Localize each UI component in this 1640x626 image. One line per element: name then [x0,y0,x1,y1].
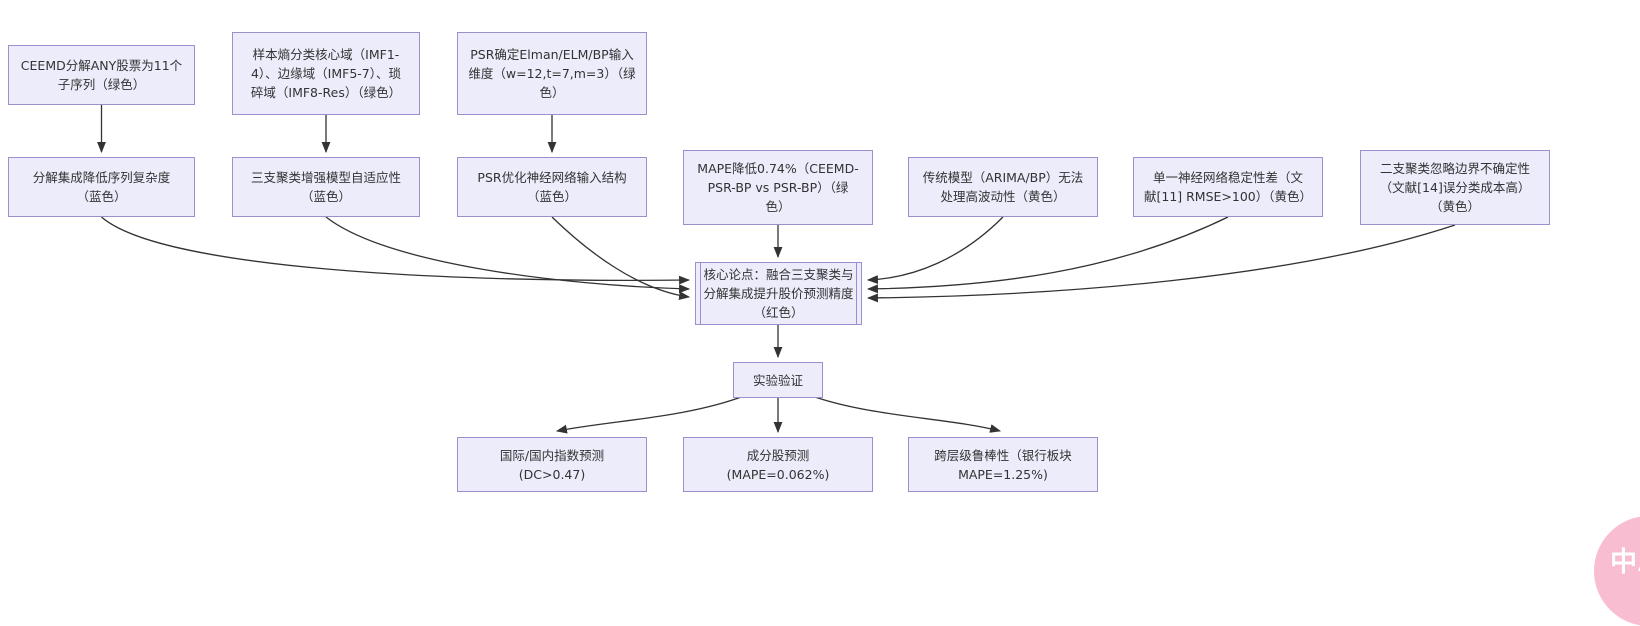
node-label: 分解集成降低序列复杂度 （蓝色） [32,170,171,204]
node-label: 传统模型（ARIMA/BP）无法 处理高波动性（黄色） [922,170,1084,204]
edge-I-K [866,216,1229,294]
edge-F-K [551,216,691,301]
edge-L-M [555,395,745,434]
translate-button[interactable]: 中A [1594,516,1640,626]
node-single-nn-instability: 单一神经网络稳定性差（文 献[11] RMSE>100）（黄色） [1133,157,1323,217]
node-label: MAPE降低0.74%（CEEMD- PSR-BP vs PSR-BP）（绿 色… [697,161,859,214]
translate-icon: 中A [1610,547,1640,578]
edge-J-K [866,224,1456,303]
node-label: 国际/国内指数预测 (DC>0.47) [499,447,605,482]
node-core-thesis: 核心论点：融合三支聚类与 分解集成提升股价预测精度 （红色） [695,262,862,325]
node-mape-reduction: MAPE降低0.74%（CEEMD- PSR-BP vs PSR-BP）（绿 色… [683,150,873,225]
node-ceemd-decomposition: CEEMD分解ANY股票为11个 子序列（绿色） [8,45,195,105]
node-label: 单一神经网络稳定性差（文 献[11] RMSE>100）（黄色） [1143,170,1313,204]
edge-E-K [325,216,691,294]
node-index-prediction: 国际/国内指数预测 (DC>0.47) [457,437,647,492]
node-three-way-clustering-adaptivity: 三支聚类增强模型自适应性 （蓝色） [232,157,420,217]
node-decomposition-reduces-complexity: 分解集成降低序列复杂度 （蓝色） [8,157,195,217]
node-psr-optimizes-input-structure: PSR优化神经网络输入结构 （蓝色） [457,157,647,217]
node-label: CEEMD分解ANY股票为11个 子序列（绿色） [20,58,183,92]
node-label: PSR确定Elman/ELM/BP输入 维度（w=12,t=7,m=3）（绿 色… [468,47,636,100]
node-experimental-validation: 实验验证 [733,362,823,398]
node-constituent-stock-prediction: 成分股预测 (MAPE=0.062%) [683,437,873,492]
node-psr-input-dimension: PSR确定Elman/ELM/BP输入 维度（w=12,t=7,m=3）（绿 色… [457,32,647,115]
node-label: PSR优化神经网络输入结构 （蓝色） [477,170,627,204]
node-label: 实验验证 [752,372,803,388]
node-two-way-clustering-limitation: 二支聚类忽略边界不确定性 （文献[14]误分类成本高） （黄色） [1360,150,1550,225]
edge-D-K [101,216,691,285]
node-label: 成分股预测 (MAPE=0.062%) [726,447,830,482]
edge-L-O [811,395,1002,433]
node-label: 核心论点：融合三支聚类与 分解集成提升股价预测精度 （红色） [703,267,854,320]
node-label: 二支聚类忽略边界不确定性 （文献[14]误分类成本高） （黄色） [1379,161,1531,214]
node-label: 跨层级鲁棒性（银行板块 MAPE=1.25%) [934,447,1072,482]
node-sample-entropy-classification: 样本熵分类核心域（IMF1- 4）、边缘域（IMF5-7）、琐 碎域（IMF8-… [232,32,420,115]
flowchart-canvas: CEEMD分解ANY股票为11个 子序列（绿色） 样本熵分类核心域（IMF1- … [8,32,1640,626]
edge-H-K [866,216,1004,284]
node-label: 三支聚类增强模型自适应性 （蓝色） [250,170,401,204]
node-cross-level-robustness: 跨层级鲁棒性（银行板块 MAPE=1.25%) [908,437,1098,492]
node-label: 样本熵分类核心域（IMF1- 4）、边缘域（IMF5-7）、琐 碎域（IMF8-… [250,47,402,100]
node-traditional-model-limitation: 传统模型（ARIMA/BP）无法 处理高波动性（黄色） [908,157,1098,217]
